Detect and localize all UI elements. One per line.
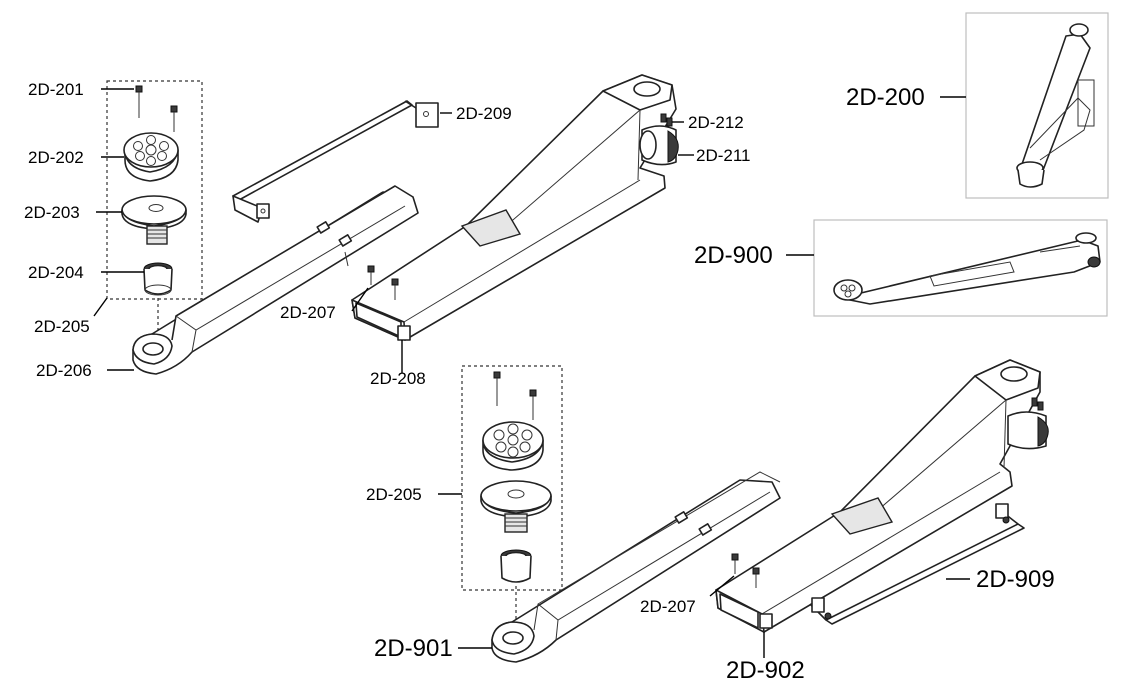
label-2d-902: 2D-902 <box>726 657 805 684</box>
pad-assembly-bottom <box>461 365 563 625</box>
pad-assembly-top <box>106 80 203 340</box>
leader-lines <box>93 88 970 658</box>
inset-2d-200 <box>965 12 1109 199</box>
short-arm-2d-206 <box>132 185 419 375</box>
label-2d-204: 2D-204 <box>28 263 84 282</box>
label-2d-206: 2D-206 <box>36 361 92 380</box>
label-2d-202: 2D-202 <box>28 148 84 167</box>
label-2d-211: 2D-211 <box>696 146 751 165</box>
label-2d-209: 2D-209 <box>456 104 512 123</box>
support-plate-2d-203 <box>121 195 187 245</box>
rubber-pad-2d-202 <box>123 132 179 182</box>
label-2d-203: 2D-203 <box>24 203 80 222</box>
label-2d-909: 2D-909 <box>976 566 1055 593</box>
bracket-2d-909 <box>809 503 1025 625</box>
long-arm-top <box>351 74 679 341</box>
label-2d-207-top: 2D-207 <box>280 303 336 322</box>
short-arm-2d-901 <box>491 471 781 663</box>
label-2d-212: 2D-212 <box>688 113 744 132</box>
label-2d-207-bottom: 2D-207 <box>640 597 696 616</box>
label-2d-205-top: 2D-205 <box>34 317 90 336</box>
label-2d-900: 2D-900 <box>694 242 773 269</box>
label-2d-200: 2D-200 <box>846 84 925 111</box>
bracket-2d-209 <box>232 100 439 223</box>
screw-2d-201 <box>135 85 143 118</box>
pad-assembly-group-box <box>106 80 203 300</box>
screw-2d-201-second <box>170 105 178 132</box>
pad-assembly-group-box-bottom <box>461 365 563 591</box>
label-2d-901: 2D-901 <box>374 635 453 662</box>
label-2d-205-bottom: 2D-205 <box>366 485 422 504</box>
threaded-nut-2d-204 <box>143 262 173 296</box>
long-arm-2d-902 <box>715 359 1049 633</box>
label-2d-208: 2D-208 <box>370 369 426 388</box>
inset-2d-900 <box>813 219 1108 317</box>
part-labels: 2D-201 2D-202 2D-203 2D-204 2D-205 2D-20… <box>24 80 1055 684</box>
label-2d-201: 2D-201 <box>28 80 84 99</box>
